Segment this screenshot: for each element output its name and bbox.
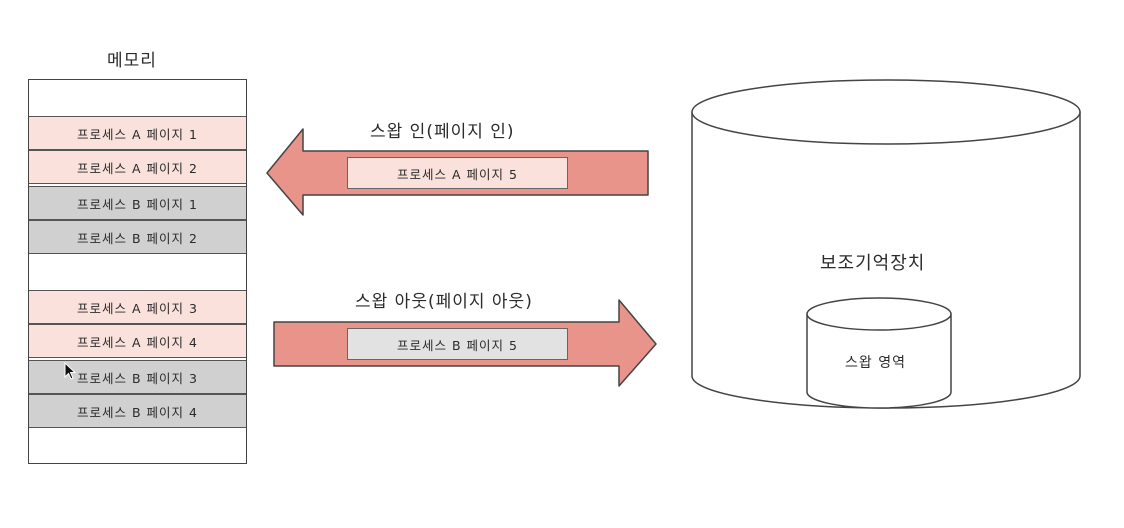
swap-area-label: 스왑 영역 xyxy=(845,355,906,371)
memory-row-a3: 프로세스 A 페이지 3 xyxy=(29,290,246,324)
memory-row-b4: 프로세스 B 페이지 4 xyxy=(29,394,246,428)
swap-in-title: 스왑 인(페이지 인) xyxy=(370,122,515,142)
mouse-cursor-icon xyxy=(64,361,77,384)
memory-row-a1: 프로세스 A 페이지 1 xyxy=(29,116,246,150)
swap-out-title: 스왑 아웃(페이지 아웃) xyxy=(355,292,533,312)
swap-out-page-box: 프로세스 B 페이지 5 xyxy=(347,328,568,360)
memory-block: 프로세스 A 페이지 1 프로세스 A 페이지 2 프로세스 B 페이지 1 프… xyxy=(28,79,247,464)
swap-area-cylinder xyxy=(806,297,952,409)
memory-row-a2: 프로세스 A 페이지 2 xyxy=(29,150,246,184)
memory-row-b1: 프로세스 B 페이지 1 xyxy=(29,186,246,220)
memory-row-a4: 프로세스 A 페이지 4 xyxy=(29,324,246,358)
storage-title: 보조기억장치 xyxy=(820,253,926,274)
memory-title: 메모리 xyxy=(107,51,157,71)
memory-row-b2: 프로세스 B 페이지 2 xyxy=(29,220,246,254)
swap-in-page-box: 프로세스 A 페이지 5 xyxy=(347,157,568,189)
secondary-storage-cylinder xyxy=(691,79,1081,409)
